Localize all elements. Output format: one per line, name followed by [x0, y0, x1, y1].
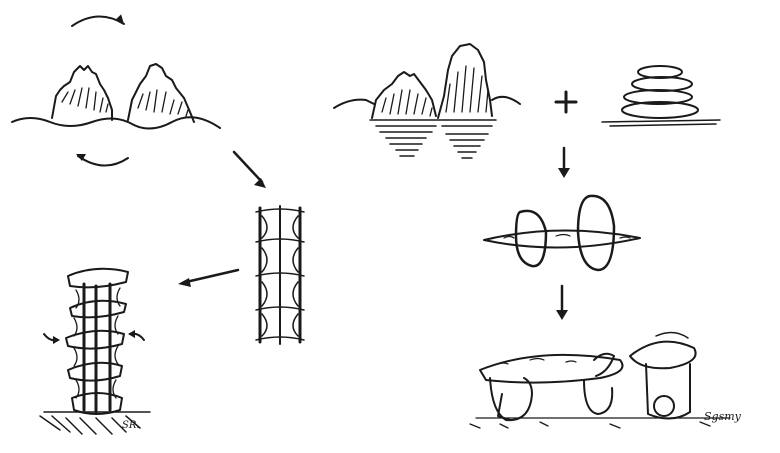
arrow-down-icon-2 — [556, 284, 568, 320]
plus-icon — [554, 90, 578, 114]
twin-rocks-sketch — [11, 63, 221, 130]
segmented-column-sketch — [255, 205, 305, 345]
rotate-arrow-top-icon — [71, 14, 125, 27]
right-signature: Sgsmy — [704, 410, 742, 423]
left-initials-signature: SR. — [122, 420, 140, 431]
rotate-arrow-bottom-icon — [76, 154, 129, 167]
stacked-tower-sketch — [39, 267, 151, 435]
rocks-with-reflection-sketch — [333, 43, 521, 159]
balanced-stones-sketch — [601, 65, 721, 127]
arrow-left-icon — [178, 268, 240, 287]
arrow-down-right-icon — [232, 150, 266, 188]
ring-with-stones-sketch — [483, 194, 641, 272]
left-initials-text: SR. — [122, 420, 140, 431]
bench-and-seat-sketch — [469, 331, 731, 429]
tower-rotate-right-icon — [128, 330, 145, 341]
right-signature-text: Sgsmy — [704, 410, 742, 423]
arrow-down-icon-1 — [558, 146, 570, 178]
tower-rotate-left-icon — [43, 333, 60, 344]
